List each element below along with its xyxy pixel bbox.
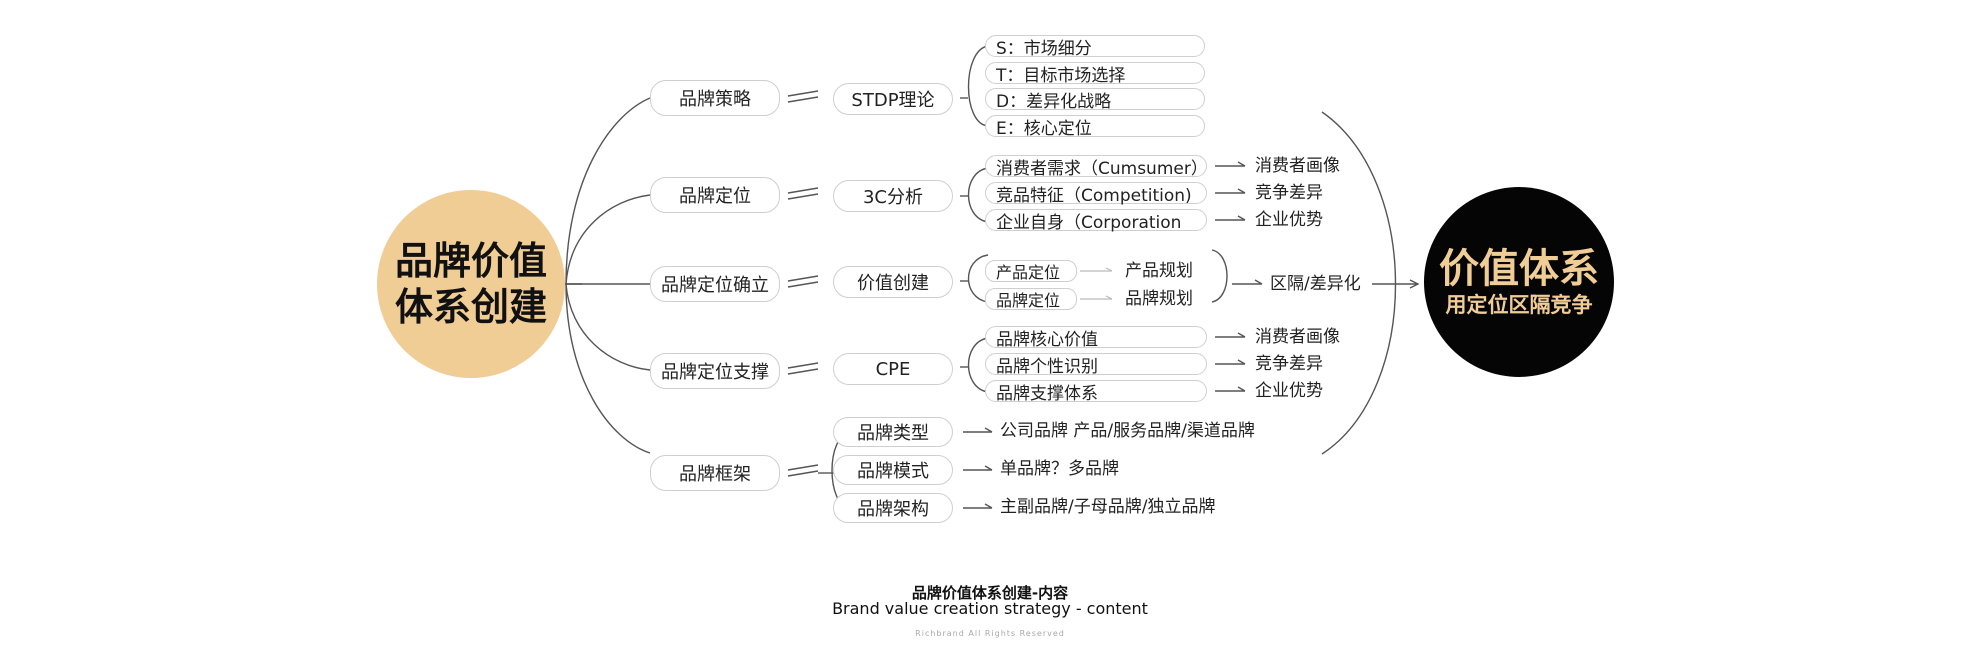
- frame-result-mode: 单品牌？多品牌: [1000, 459, 1119, 479]
- stdp-item-d: D：差异化战略: [985, 88, 1205, 112]
- stdp-item-t: T：目标市场选择: [985, 62, 1205, 86]
- value-outcome: 区隔/差异化: [1270, 274, 1361, 294]
- node-brand-positioning-establish: 品牌定位确立: [650, 266, 780, 302]
- c3-item-corporation: 企业自身（Corporation: [985, 209, 1207, 233]
- value-result-product: 产品规划: [1125, 261, 1193, 281]
- node-stdp-theory: STDP理论: [833, 83, 953, 115]
- cpe-result-corporation: 企业优势: [1255, 381, 1323, 401]
- result-title: 价值体系: [1439, 246, 1599, 292]
- center-node: 品牌价值 体系创建: [377, 190, 565, 378]
- stdp-item-s: S：市场细分: [985, 35, 1205, 59]
- result-node: 价值体系 用定位区隔竞争: [1424, 187, 1614, 377]
- cpe-result-consumer: 消费者画像: [1255, 327, 1340, 347]
- node-brand-framework: 品牌框架: [650, 455, 780, 491]
- center-title-line2: 体系创建: [394, 285, 547, 329]
- c3-result-competition: 竞争差异: [1255, 183, 1323, 203]
- result-subtitle: 用定位区隔竞争: [1445, 293, 1593, 317]
- node-brand-strategy: 品牌策略: [650, 80, 780, 116]
- footer-title-cn: 品牌价值体系创建-内容: [911, 584, 1069, 602]
- node-brand-positioning: 品牌定位: [650, 177, 780, 213]
- cpe-result-competition: 竞争差异: [1255, 354, 1323, 374]
- c3-item-consumer: 消费者需求（Cumsumer）: [985, 155, 1208, 179]
- node-brand-architecture: 品牌架构: [833, 493, 953, 523]
- value-item-product: 产品定位: [985, 260, 1077, 282]
- footer-rights: Richbrand All Rights Reserved: [915, 629, 1065, 638]
- node-brand-mode: 品牌模式: [833, 455, 953, 485]
- value-result-brand: 品牌规划: [1125, 289, 1193, 309]
- cpe-item-core-value: 品牌核心价值: [985, 326, 1207, 350]
- cpe-item-identity: 品牌个性识别: [985, 353, 1207, 377]
- value-item-brand: 品牌定位: [985, 288, 1077, 310]
- node-value-creation: 价值创建: [833, 266, 953, 298]
- node-cpe: CPE: [833, 353, 953, 385]
- cpe-item-support: 品牌支撑体系: [985, 380, 1207, 404]
- node-brand-type: 品牌类型: [833, 417, 953, 447]
- c3-result-corporation: 企业优势: [1255, 210, 1323, 230]
- center-title-line1: 品牌价值: [394, 239, 547, 283]
- node-3c-analysis: 3C分析: [833, 180, 953, 212]
- footer-title-en: Brand value creation strategy - content: [832, 599, 1148, 618]
- c3-result-consumer: 消费者画像: [1255, 156, 1340, 176]
- stdp-item-e: E：核心定位: [985, 115, 1205, 139]
- frame-result-type: 公司品牌 产品/服务品牌/渠道品牌: [1000, 421, 1255, 441]
- frame-result-architecture: 主副品牌/子母品牌/独立品牌: [1000, 497, 1216, 517]
- c3-item-competition: 竞品特征（Competition): [985, 182, 1207, 206]
- node-brand-positioning-support: 品牌定位支撑: [650, 353, 780, 389]
